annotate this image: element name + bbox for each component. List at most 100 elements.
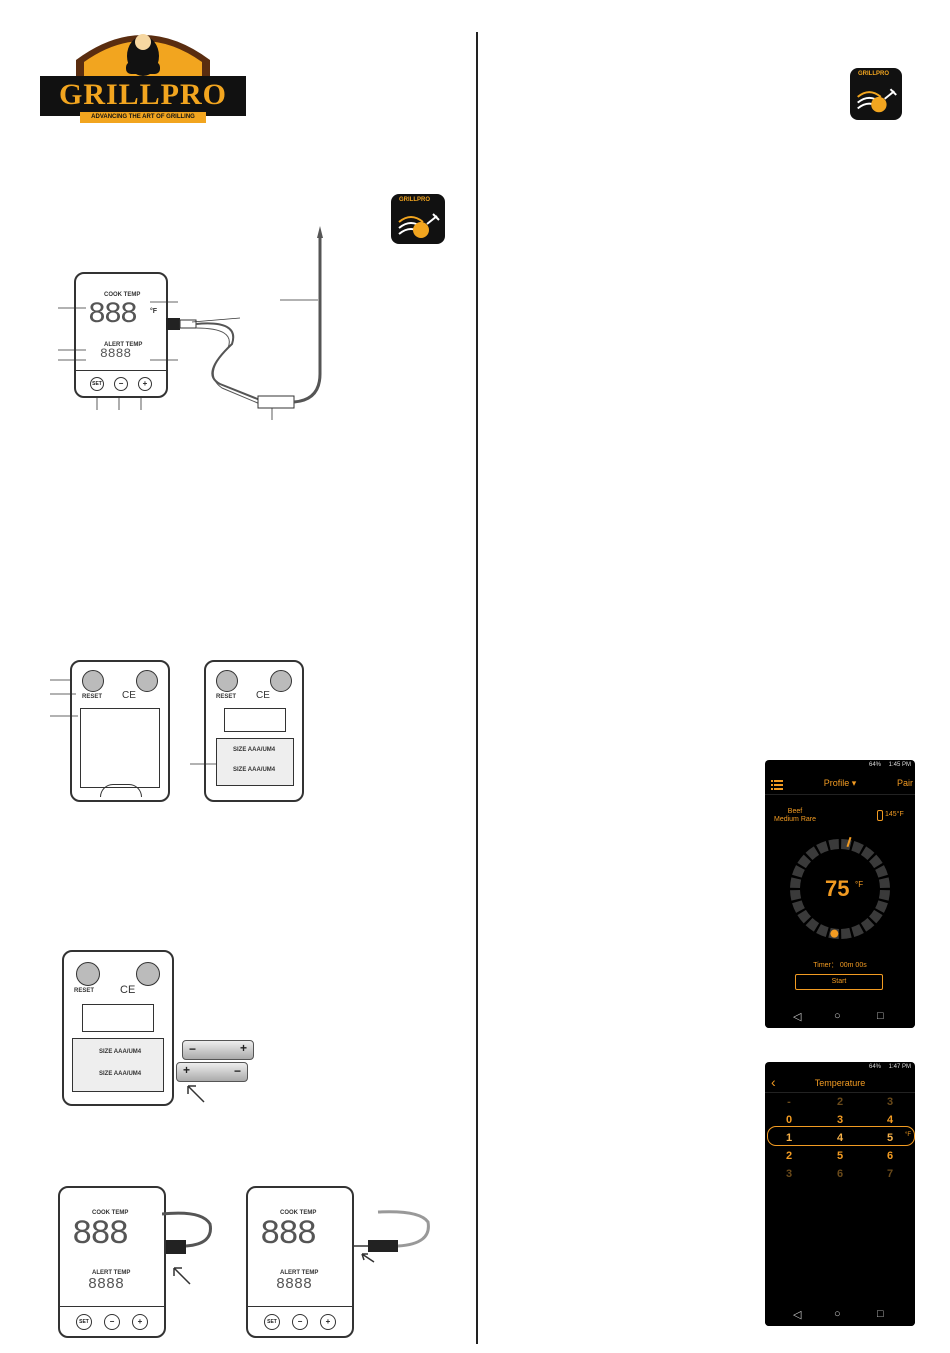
logo-tagline: ADVANCING THE ART OF GRILLING: [80, 112, 206, 123]
unit-display: °F: [150, 308, 158, 315]
thermometer-front-diagram: COOK TEMP 888 °F ALERT TEMP 8888 SET − +: [74, 272, 168, 398]
aaa-battery: − +: [182, 1040, 254, 1060]
nav-home-button[interactable]: ○: [834, 1010, 841, 1022]
gauge-segment: [878, 890, 890, 901]
picker-unit: °F: [905, 1132, 912, 1138]
set-button[interactable]: SET: [76, 1314, 92, 1330]
picker-digit[interactable]: 3: [785, 1168, 793, 1180]
gauge-segment: [797, 854, 811, 869]
status-battery: 64%: [868, 1064, 881, 1070]
reset-label: RESET: [82, 694, 103, 700]
gauge-segment: [816, 924, 829, 937]
alert-temp-lcd: 8888: [88, 1276, 125, 1293]
nav-recent-button[interactable]: □: [877, 1308, 884, 1320]
cook-temp-lcd: 888: [88, 298, 138, 332]
gauge-segment: [869, 854, 883, 869]
gauge-segment: [878, 877, 890, 888]
doneness: Medium Rare: [773, 816, 816, 823]
nav-back-button[interactable]: ◁: [793, 1309, 802, 1321]
profile-dropdown[interactable]: Profile ▾: [823, 778, 857, 788]
status-time: 1:45 PM: [888, 762, 911, 768]
plus-button[interactable]: +: [320, 1314, 336, 1330]
gauge-segment: [790, 877, 802, 888]
probe-insert-diagram-a: COOK TEMP 888 ALERT TEMP 8888 SET − +: [58, 1186, 166, 1338]
magnet-right: [136, 962, 160, 986]
alert-temp-label: ALERT TEMP: [92, 1270, 131, 1276]
picker-digit[interactable]: 4: [836, 1132, 844, 1144]
alert-temp-label: ALERT TEMP: [280, 1270, 319, 1276]
picker-digit[interactable]: 1: [785, 1132, 793, 1144]
gauge-segment: [805, 918, 820, 932]
magnet-right: [136, 670, 158, 692]
status-bar: 64% 1:45 PM: [765, 760, 915, 772]
column-divider: [476, 32, 478, 1344]
minus-button[interactable]: −: [104, 1314, 120, 1330]
menu-button[interactable]: [771, 778, 783, 790]
ce-mark: CE: [122, 690, 136, 701]
probe-insert-diagram-b: COOK TEMP 888 ALERT TEMP 8888 SET − +: [246, 1186, 354, 1338]
meat-type: Beef: [787, 808, 803, 815]
timer-value: 00m 00s: [839, 962, 867, 969]
gauge-segment: [790, 890, 802, 901]
reset-label: RESET: [74, 988, 95, 994]
picker-digit[interactable]: 0: [785, 1114, 793, 1126]
picker-digit[interactable]: 6: [836, 1168, 844, 1180]
grillpro-app-icon: GRILLPRO: [391, 194, 445, 244]
alert-temp-lcd: 8888: [100, 346, 132, 361]
kickstand: [224, 708, 286, 732]
screen-title: Temperature: [814, 1078, 866, 1088]
gauge-segment: [860, 846, 875, 860]
target-temp: 145°F: [885, 811, 904, 818]
gauge-segment: [805, 846, 820, 860]
picker-digit[interactable]: 5: [836, 1150, 844, 1162]
gauge-segment: [875, 900, 888, 913]
battery-minus-terminal: −: [189, 1042, 197, 1056]
set-button[interactable]: SET: [90, 377, 104, 391]
magnet-left: [216, 670, 238, 692]
gauge-segment: [816, 841, 829, 854]
kickstand: [82, 1004, 154, 1032]
battery-plus-terminal: +: [183, 1063, 191, 1077]
picker-digit[interactable]: 4: [886, 1114, 894, 1126]
minus-button[interactable]: −: [292, 1314, 308, 1330]
nav-home-button[interactable]: ○: [834, 1308, 841, 1320]
gauge-segment: [851, 841, 864, 854]
picker-digit[interactable]: 6: [886, 1150, 894, 1162]
picker-digit[interactable]: -: [787, 1096, 791, 1108]
cook-temp-lcd: 888: [260, 1216, 317, 1254]
alert-temp-lcd: 8888: [276, 1276, 313, 1293]
ce-mark: CE: [120, 984, 136, 996]
minus-button[interactable]: −: [114, 377, 128, 391]
battery-slot-label: SIZE AAA/UM4: [99, 1071, 142, 1077]
temperature-picker[interactable]: - 2 3 0 3 4 1 4 5 2 5 6 3 6 7: [765, 1094, 915, 1190]
battery-door: [80, 708, 160, 788]
nav-recent-button[interactable]: □: [877, 1010, 884, 1022]
cook-temp-label: COOK TEMP: [92, 1210, 129, 1216]
picker-digit[interactable]: 3: [836, 1114, 844, 1126]
picker-digit[interactable]: 7: [886, 1168, 894, 1180]
picker-digit[interactable]: 5: [886, 1132, 894, 1144]
pair-button[interactable]: Pair: [896, 778, 913, 788]
gauge-segment: [792, 865, 805, 878]
insert-arrow-icon: [187, 1085, 205, 1103]
back-arrow-icon[interactable]: ‹: [771, 1074, 776, 1090]
probe-plug-b: [354, 1210, 430, 1263]
set-button[interactable]: SET: [264, 1314, 280, 1330]
gauge-segment: [875, 865, 888, 878]
magnet-left: [82, 670, 104, 692]
nav-back-button[interactable]: ◁: [793, 1011, 802, 1023]
picker-digit[interactable]: 3: [886, 1096, 894, 1108]
temperature-gauge: [790, 836, 890, 939]
battery-compartment: SIZE AAA/UM4 SIZE AAA/UM4: [72, 1038, 164, 1092]
list-icon: [771, 780, 783, 790]
plus-button[interactable]: +: [132, 1314, 148, 1330]
plus-button[interactable]: +: [138, 377, 152, 391]
thermometer-back-closed: RESET CE: [70, 660, 170, 802]
start-button[interactable]: Start: [795, 974, 883, 990]
gauge-segment: [851, 924, 864, 937]
current-temp: 75: [825, 876, 850, 901]
picker-digit[interactable]: 2: [836, 1096, 844, 1108]
magnet-right: [270, 670, 292, 692]
picker-digit[interactable]: 2: [785, 1150, 793, 1162]
